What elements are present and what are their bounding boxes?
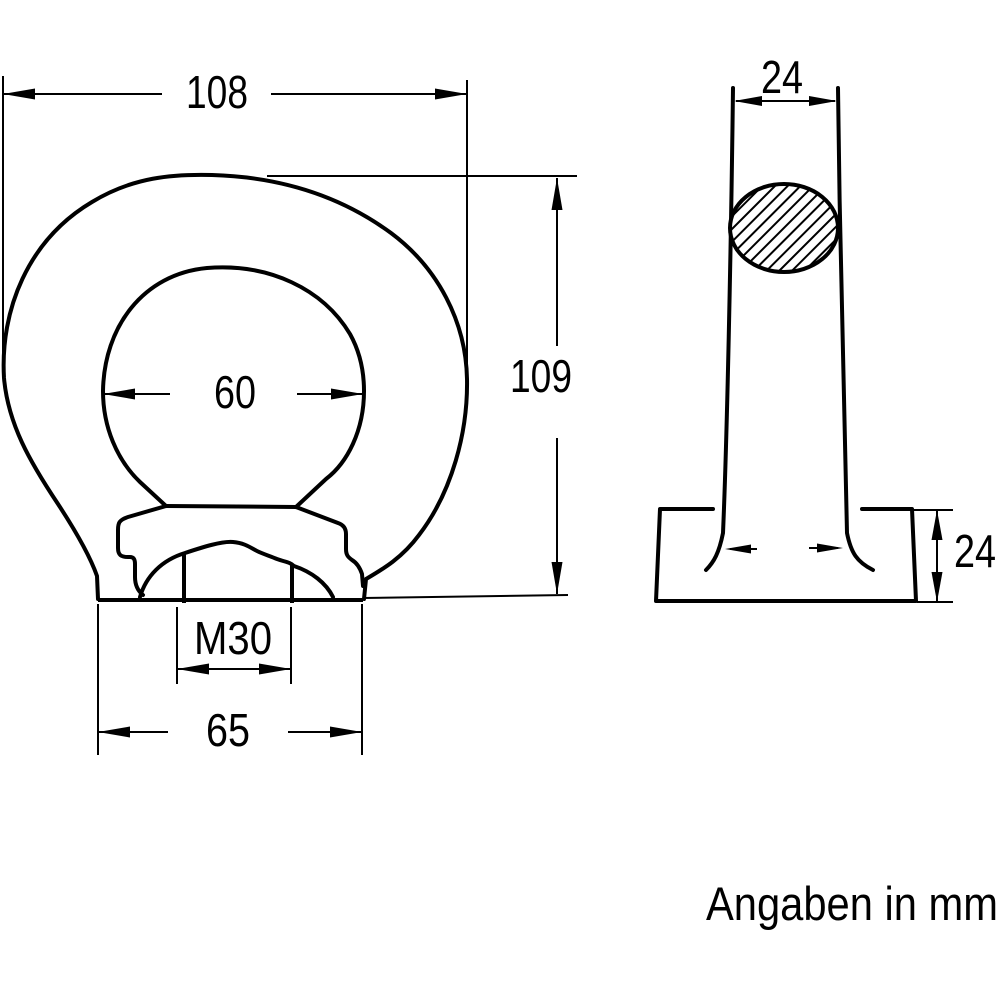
- collar-right-edge: [294, 505, 365, 588]
- arrowhead-right: [817, 543, 843, 553]
- arrowhead-right: [435, 88, 467, 100]
- dimension-label-24-right: 24: [954, 525, 996, 577]
- dimension-label-24-top: 24: [761, 51, 803, 103]
- dimension-label-65: 65: [206, 704, 250, 756]
- arrowhead-right: [330, 726, 362, 738]
- arrowhead-right: [259, 663, 291, 675]
- dimension-base-width: 65: [97, 604, 363, 756]
- dimension-label-60: 60: [214, 366, 256, 418]
- eye-hole-left: [101, 389, 168, 508]
- front-view: [1, 172, 470, 603]
- arrowhead-left: [734, 96, 762, 106]
- arrowhead-up: [931, 510, 943, 540]
- dimension-ring-section-diameter: 24: [734, 51, 837, 106]
- dimension-eye-inner-diameter: 60: [103, 366, 363, 418]
- arrowhead-down: [551, 562, 563, 594]
- dimension-outer-width: 108: [2, 66, 468, 376]
- units-note: Angaben in mm: [706, 877, 998, 930]
- dimension-base-height: 24: [912, 509, 996, 603]
- arrowhead-left: [98, 726, 130, 738]
- arrowhead-right: [809, 96, 837, 106]
- eye-hole-right: [294, 389, 366, 509]
- collar-left-edge: [116, 504, 168, 597]
- dimension-thread: M30: [176, 607, 292, 684]
- dimension-label-M30: M30: [194, 612, 272, 664]
- base-profile: [654, 507, 918, 603]
- arrowhead-left: [3, 88, 35, 100]
- ring-edge-left: [704, 86, 735, 572]
- neck-width-arrows: [725, 543, 843, 554]
- eye-hole-top: [101, 265, 366, 393]
- arrowhead-left: [725, 544, 751, 554]
- outer-profile: [1, 172, 470, 601]
- dimension-label-108: 108: [186, 66, 248, 118]
- ring-edge-right: [836, 86, 875, 572]
- arrowhead-up: [551, 178, 563, 210]
- ring-cross-section-hatched: [728, 182, 840, 274]
- arrowhead-left: [103, 388, 135, 400]
- arrowhead-right: [331, 388, 363, 400]
- dimension-label-109: 109: [510, 350, 572, 402]
- arrowhead-left: [177, 663, 209, 675]
- arrowhead-down: [931, 572, 943, 602]
- dimension-overall-height: 109: [267, 175, 577, 599]
- collar-top-line: [164, 504, 298, 509]
- extension-line: [362, 594, 569, 599]
- side-view: [654, 86, 918, 603]
